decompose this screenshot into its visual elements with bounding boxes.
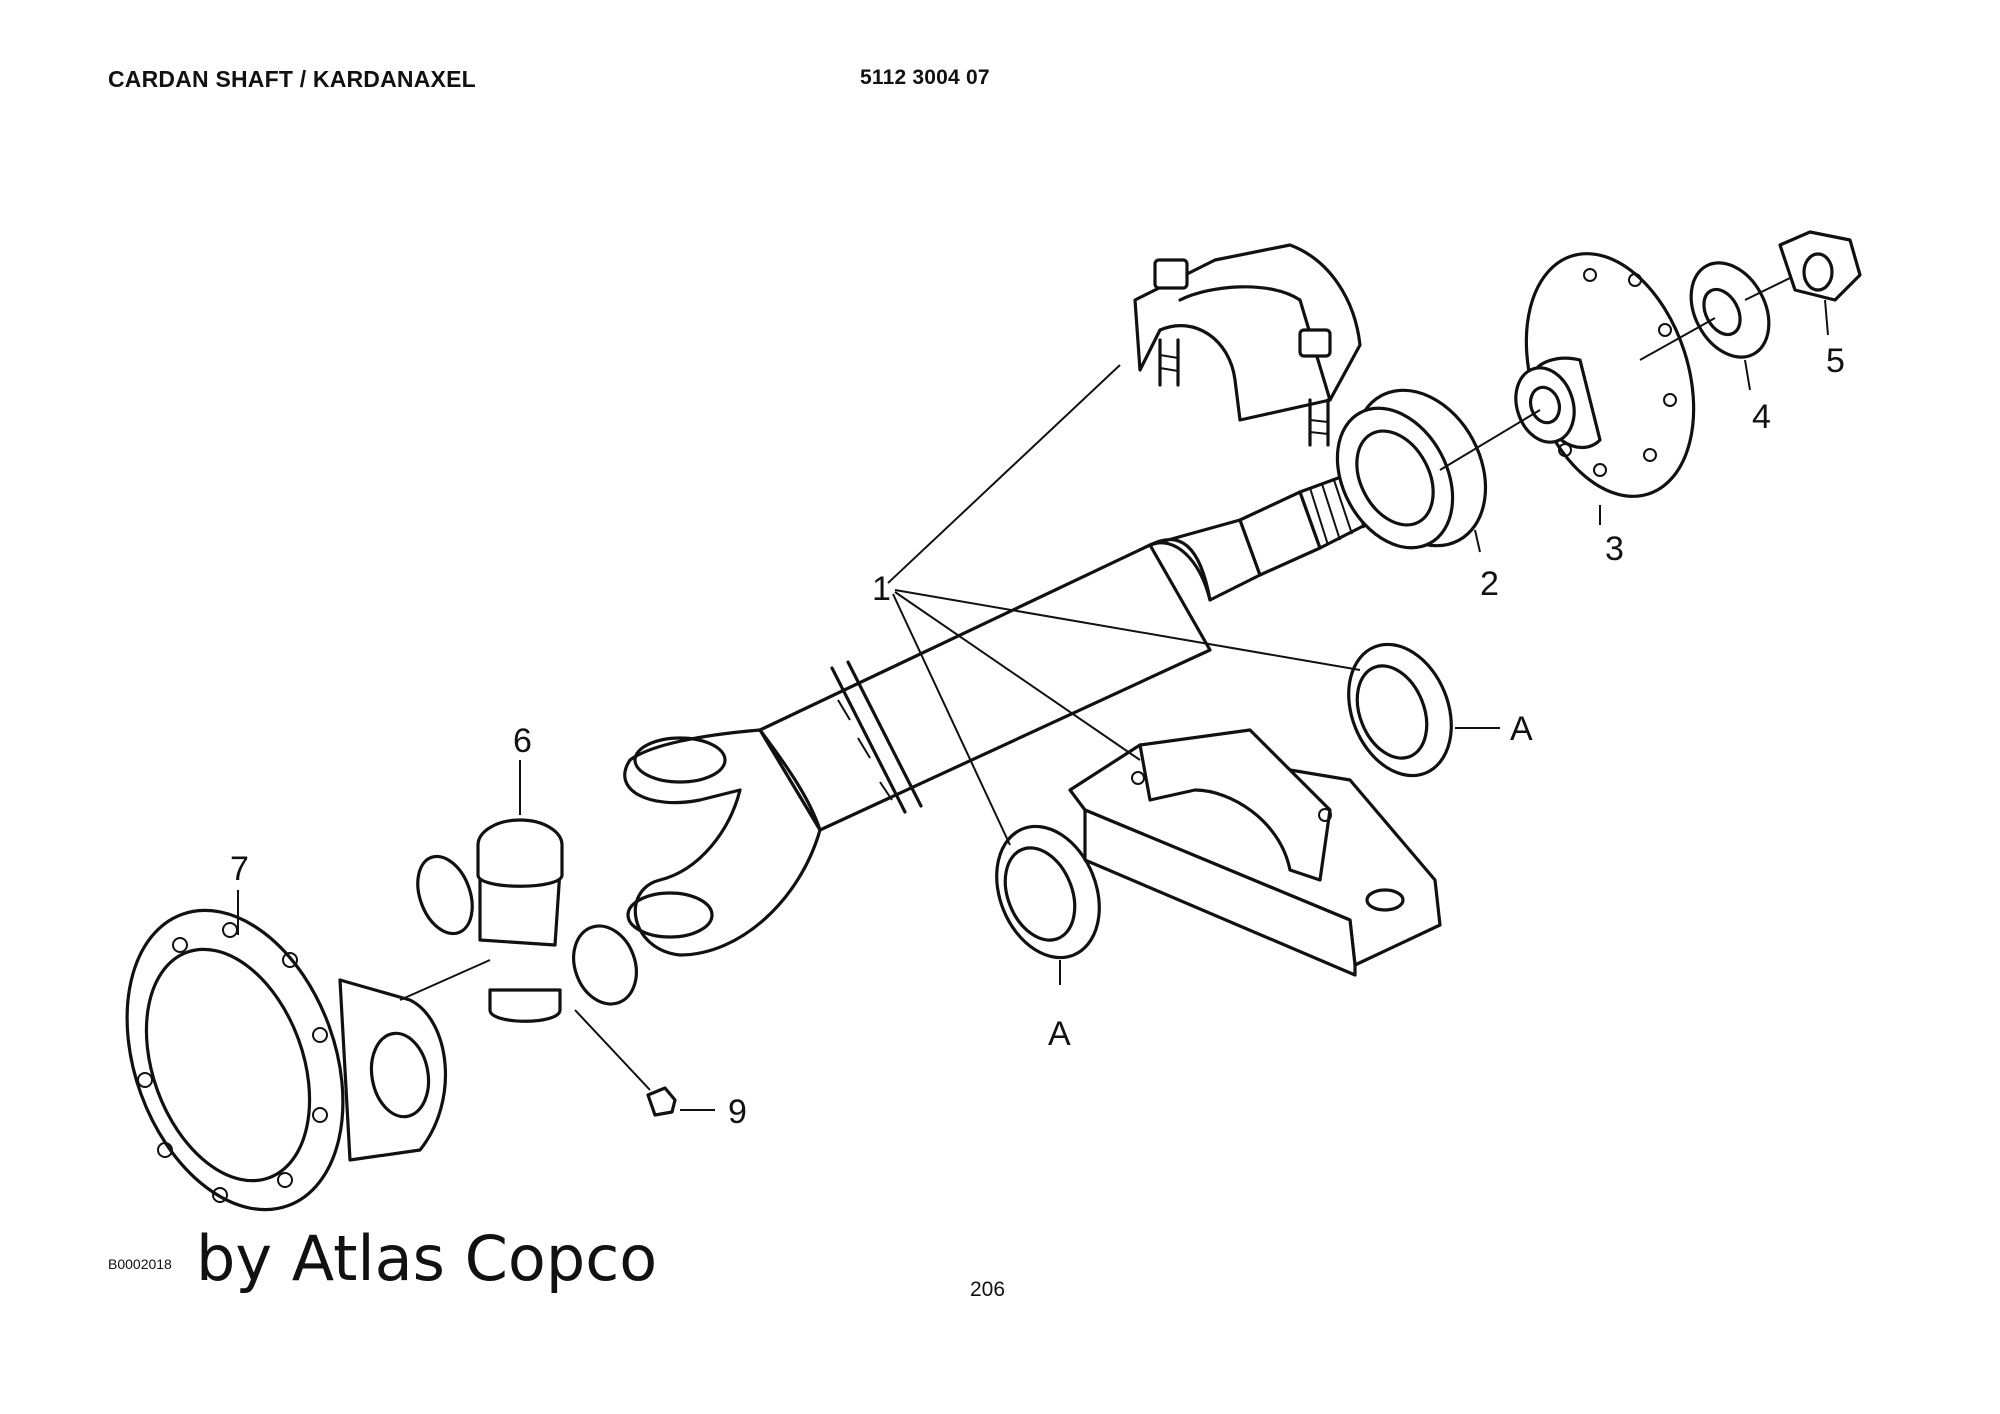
page-number: 206 [970,1278,1006,1301]
bearing-housing-base [1068,728,1442,977]
callout-4: 4 [1752,398,1771,436]
castle-nut [1778,230,1862,302]
bearing [1335,388,1488,550]
seal-ring-lower [995,824,1101,960]
callout-2: 2 [1480,565,1499,603]
grease-nipple [646,1086,677,1117]
flange-yoke [125,908,448,1212]
shaft-yoke [623,728,822,957]
page-title: CARDAN SHAFT / KARDANAXEL [108,66,476,92]
assembly-axis-line [1439,277,1791,471]
companion-flange [1514,252,1696,498]
brand-watermark: by Atlas Copco [196,1222,658,1295]
universal-joint-cross [416,818,638,1023]
callout-1: 1 [872,570,891,608]
washer [1689,261,1771,359]
leader-lines [237,299,1829,1111]
callout-3: 3 [1605,530,1624,568]
shaft-spline-end [1148,468,1378,602]
callout-a-lower: A [1048,1015,1071,1053]
seal-ring-right [1347,642,1453,778]
figure-code: B0002018 [108,1256,172,1272]
callout-6: 6 [513,722,532,760]
callout-5: 5 [1826,342,1845,380]
callout-7: 7 [230,850,249,888]
callout-a-right: A [1510,710,1533,748]
document-number: 5112 3004 07 [860,66,990,89]
upper-bearing-cap [1133,243,1362,447]
callout-9: 9 [728,1093,747,1131]
